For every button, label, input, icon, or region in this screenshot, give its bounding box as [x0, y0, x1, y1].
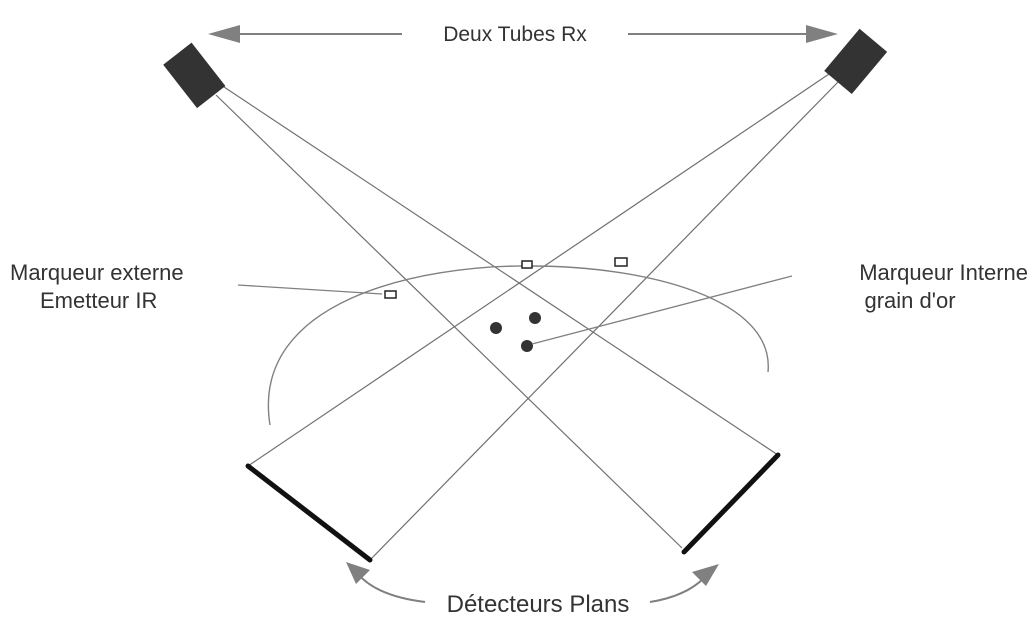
internal-marker	[490, 322, 502, 334]
left-xray-tube	[163, 42, 226, 109]
external-marker	[614, 257, 628, 267]
internal-marker	[521, 340, 533, 352]
internal-marker	[529, 312, 541, 324]
external-marker	[521, 260, 533, 269]
right-beam-outer	[247, 71, 833, 467]
external-marker-leader-line	[237, 284, 383, 295]
internal-marker-label-line1: Marqueur Interne	[859, 260, 1028, 285]
external-marker-label-line2: Emetteur IR	[40, 288, 157, 313]
detectors-arrow-left-shaft	[357, 573, 426, 603]
left-beam-inner	[215, 94, 683, 549]
right-tube-body	[824, 28, 888, 95]
left-beam-outer	[223, 86, 779, 456]
detectors-arrow-right-head	[692, 564, 719, 586]
external-marker-label-line1: Marqueur externe	[10, 260, 184, 285]
external-markers	[384, 257, 628, 299]
detectors-curved-arrows	[346, 562, 719, 603]
tubes-double-arrow	[208, 25, 838, 43]
detectors-arrow-right-shaft	[649, 577, 705, 603]
internal-marker-leader-line	[531, 275, 793, 345]
internal-marker-label-line2: grain d'or	[864, 288, 955, 313]
tubes-arrow-left-head	[208, 25, 240, 43]
left-flat-detector	[245, 463, 373, 563]
right-flat-detector	[681, 452, 781, 555]
detectors-label: Détecteurs Plans	[447, 591, 630, 618]
right-beam-inner	[369, 79, 841, 561]
left-tube-beams	[215, 86, 779, 549]
left-tube-body	[163, 42, 226, 109]
external-marker	[384, 290, 397, 299]
tubes-arrow-right-head	[806, 25, 838, 43]
detectors-arrow-left-head	[346, 562, 370, 584]
internal-markers	[490, 312, 541, 352]
right-tube-beams	[247, 71, 841, 561]
right-xray-tube	[824, 28, 888, 95]
tubes-label: Deux Tubes Rx	[443, 23, 587, 46]
